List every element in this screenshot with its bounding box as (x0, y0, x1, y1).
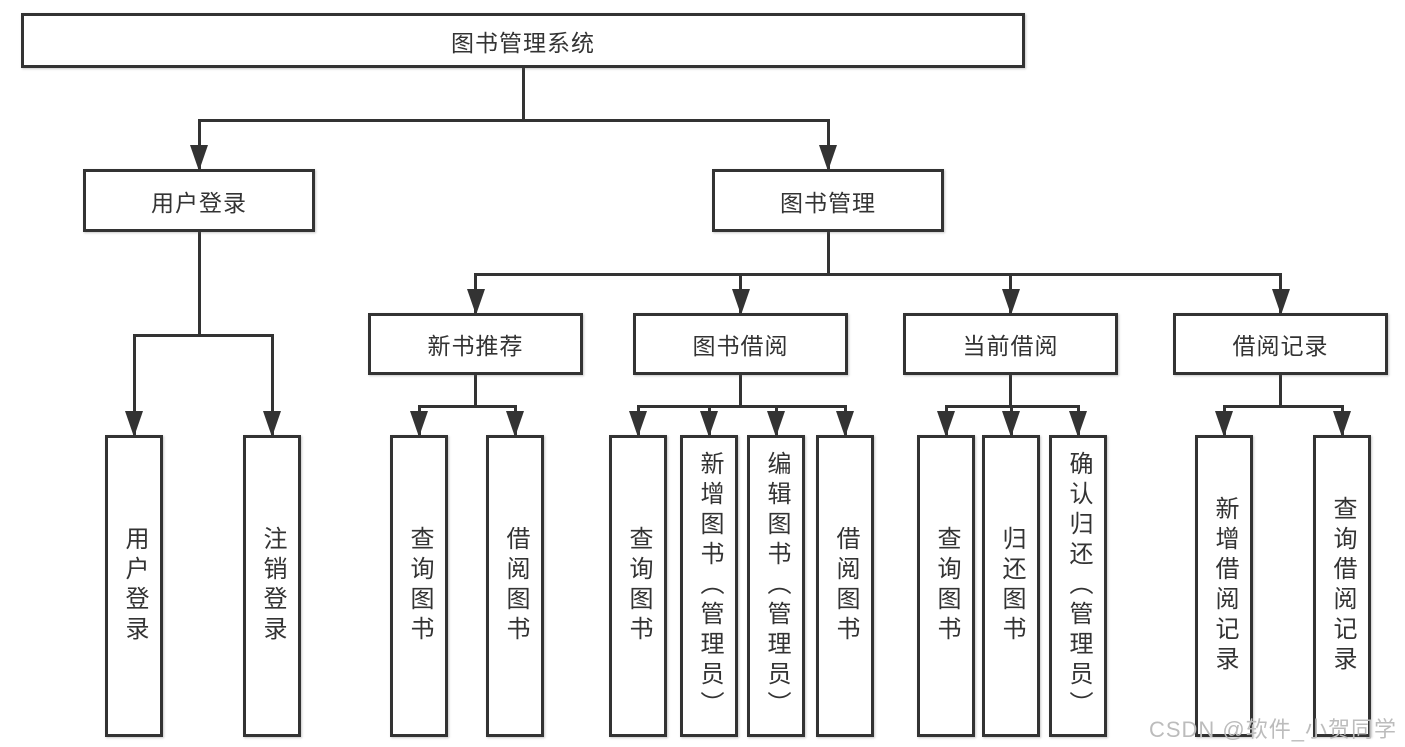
node-new-book-rec: 新书推荐 (368, 313, 583, 375)
node-book-mgmt: 图书管理 (712, 169, 944, 232)
node-current-borrow: 当前借阅 (903, 313, 1118, 375)
node-query-borrow-record: 查询借阅记录 (1313, 435, 1371, 737)
arrow-down-icon (263, 411, 281, 437)
node-system: 图书管理系统 (21, 13, 1025, 68)
node-book-borrow: 图书借阅 (633, 313, 848, 375)
connector-line (417, 405, 517, 408)
node-label: 借阅记录 (1232, 333, 1329, 359)
node-label: 图书管理系统 (451, 29, 595, 56)
node-query-book-1: 查询图书 (390, 435, 448, 737)
connector-line (636, 405, 847, 408)
node-label: 当前借阅 (962, 333, 1059, 359)
node-borrow-book-1: 借阅图书 (486, 435, 544, 737)
connector-line (1009, 375, 1012, 408)
connector-line (270, 334, 274, 435)
node-label: 借阅图书 (832, 526, 859, 646)
node-label: 新书推荐 (427, 333, 524, 359)
arrow-down-icon (819, 145, 837, 171)
node-label: 用户登录 (151, 189, 247, 216)
arrow-down-icon (410, 411, 428, 437)
arrow-down-icon (506, 411, 524, 437)
node-return-book: 归还图书 (982, 435, 1040, 737)
connector-line (474, 375, 477, 408)
node-borrow-book-2: 借阅图书 (816, 435, 874, 737)
connector-line (197, 119, 830, 122)
arrow-down-icon (937, 411, 955, 437)
connector-line (1222, 405, 1344, 408)
arrow-down-icon (190, 145, 208, 171)
node-add-book: 新增图书（管理员） (680, 435, 738, 737)
node-label: 查询图书 (625, 526, 652, 646)
node-label: 用户登录 (121, 526, 148, 646)
connector-line (739, 375, 742, 408)
arrow-down-icon (1069, 411, 1087, 437)
node-label: 查询借阅记录 (1329, 496, 1356, 676)
node-borrow-records: 借阅记录 (1173, 313, 1388, 375)
arrow-down-icon (125, 411, 143, 437)
node-label: 确认归还（管理员） (1065, 451, 1092, 721)
watermark-text: CSDN @软件_小贺同学 (1148, 717, 1397, 742)
node-edit-book: 编辑图书（管理员） (747, 435, 805, 737)
arrow-down-icon (466, 289, 485, 315)
node-label: 注销登录 (259, 526, 286, 646)
connector-line (197, 232, 201, 337)
node-label: 归还图书 (998, 526, 1025, 646)
node-user-login: 用户登录 (83, 169, 315, 232)
arrow-down-icon (836, 411, 854, 437)
connector-line (1279, 375, 1282, 408)
arrow-down-icon (1215, 411, 1233, 437)
node-label: 新增图书（管理员） (696, 451, 723, 721)
connector-line (132, 334, 136, 435)
node-label: 查询图书 (933, 526, 960, 646)
node-label: 借阅图书 (502, 526, 529, 646)
arrow-down-icon (1333, 411, 1351, 437)
node-logout-op: 注销登录 (243, 435, 301, 737)
arrow-down-icon (700, 411, 718, 437)
connector-line (826, 232, 830, 276)
node-add-borrow-record: 新增借阅记录 (1195, 435, 1253, 737)
csdn-watermark: CSDN @软件_小贺同学 (1149, 712, 1397, 744)
connector-line (826, 119, 830, 169)
node-label: 新增借阅记录 (1211, 496, 1238, 676)
node-query-book-2: 查询图书 (609, 435, 667, 737)
arrow-down-icon (731, 289, 750, 315)
arrow-down-icon (1001, 289, 1020, 315)
node-user-login-op: 用户登录 (105, 435, 163, 737)
node-label: 图书借阅 (692, 333, 789, 359)
arrow-down-icon (1271, 289, 1290, 315)
arrow-down-icon (767, 411, 785, 437)
connector-line (197, 119, 201, 169)
connector-line (132, 334, 274, 337)
arrow-down-icon (1002, 411, 1020, 437)
connector-line (474, 273, 1282, 276)
node-label: 查询图书 (406, 526, 433, 646)
node-label: 编辑图书（管理员） (763, 451, 790, 721)
node-label: 图书管理 (780, 189, 876, 216)
connector-line (521, 68, 525, 122)
node-query-book-3: 查询图书 (917, 435, 975, 737)
arrow-down-icon (629, 411, 647, 437)
node-confirm-return: 确认归还（管理员） (1049, 435, 1107, 737)
